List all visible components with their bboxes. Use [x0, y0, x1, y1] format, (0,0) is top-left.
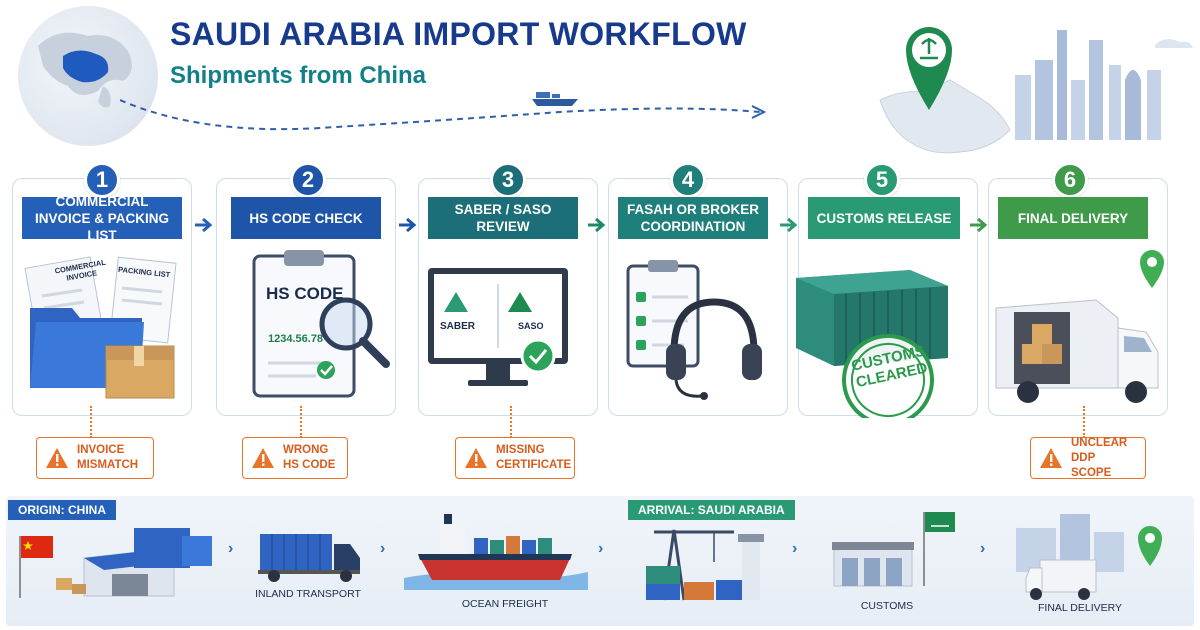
warning-icon: [252, 448, 274, 468]
arrival-tag: ARRIVAL: SAUDI ARABIA: [628, 500, 795, 520]
arrow-icon: [780, 217, 798, 233]
truck-icon: [995, 250, 1164, 403]
final-delivery-label: FINAL DELIVERY: [1037, 602, 1123, 614]
hs-code-title: HS CODE: [266, 284, 344, 303]
step-number-2: 2: [290, 162, 326, 198]
china-warehouse: [19, 528, 212, 598]
arrow-icon: ›: [380, 540, 386, 557]
hs-code-value: 1234.56.78: [268, 333, 324, 345]
arrow-icon: [970, 217, 988, 233]
customs-label: CUSTOMS: [860, 600, 914, 612]
arrow-icon: ›: [228, 540, 234, 557]
folder-icon: [24, 256, 177, 399]
page-subtitle: Shipments from China: [170, 62, 427, 89]
arrow-icon: ›: [980, 540, 986, 557]
location-pin-icon: [906, 27, 952, 110]
warning-icon: [1040, 448, 1062, 468]
arrow-icon: ›: [792, 540, 798, 557]
origin-tag: ORIGIN: CHINA: [8, 500, 116, 520]
ship-icon: [532, 92, 578, 106]
monitor-icon: [428, 268, 568, 386]
step-title-3: SABER / SASO REVIEW: [428, 197, 578, 239]
step-title-4: FASAH OR BROKER COORDINATION: [618, 197, 768, 239]
truck-icon: [258, 534, 360, 582]
step-number-3: 3: [490, 162, 526, 198]
step-number-4: 4: [670, 162, 706, 198]
warning-icon: [465, 448, 487, 468]
step-number-1: 1: [84, 162, 120, 198]
ocean-freight-label: OCEAN FREIGHT: [461, 598, 549, 610]
container-icon: [796, 270, 948, 418]
arrow-icon: [588, 217, 606, 233]
magnifier-icon: [319, 297, 390, 368]
clipboard-icon: [252, 250, 390, 398]
shipping-route: [120, 92, 767, 131]
saso-logo: SASO: [518, 321, 544, 331]
step-title-6: FINAL DELIVERY: [998, 197, 1148, 239]
location-pin-icon: [1138, 526, 1162, 566]
inland-transport-label: INLAND TRANSPORT: [255, 588, 361, 600]
flag-icon: [21, 536, 53, 558]
city-skyline: [1015, 30, 1193, 140]
customs-cleared-stamp: [842, 334, 934, 418]
step-title-2: HS CODE CHECK: [231, 197, 381, 239]
warning-icon: [46, 448, 68, 468]
crane-icon: [646, 529, 764, 601]
step-number-5: 5: [864, 162, 900, 198]
delivery-scene: [1016, 514, 1162, 600]
ship-icon: [404, 514, 588, 590]
arrow-icon: [195, 217, 213, 233]
arrow-icon: [399, 217, 417, 233]
globe-icon: [18, 6, 158, 146]
arrow-icon: ›: [598, 540, 604, 557]
step-number-6: 6: [1052, 162, 1088, 198]
headset-icon: [626, 260, 762, 400]
customs-building: [832, 512, 955, 587]
saber-logo: SABER: [440, 321, 476, 332]
flag-icon: [925, 512, 955, 532]
step-title-5: CUSTOMS RELEASE: [808, 197, 960, 239]
step-title-1: COMMERCIAL INVOICE & PACKING LIST: [22, 194, 182, 243]
page-title: SAUDI ARABIA IMPORT WORKFLOW: [170, 16, 747, 52]
